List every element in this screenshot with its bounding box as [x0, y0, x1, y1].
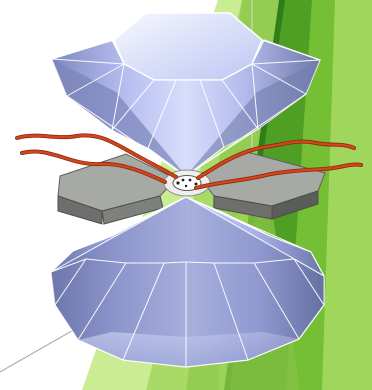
sample-particle	[189, 179, 192, 182]
sample-particle	[176, 181, 179, 184]
sample-particle	[185, 185, 187, 187]
sample-particle	[182, 179, 185, 182]
sample-particle	[195, 183, 198, 186]
